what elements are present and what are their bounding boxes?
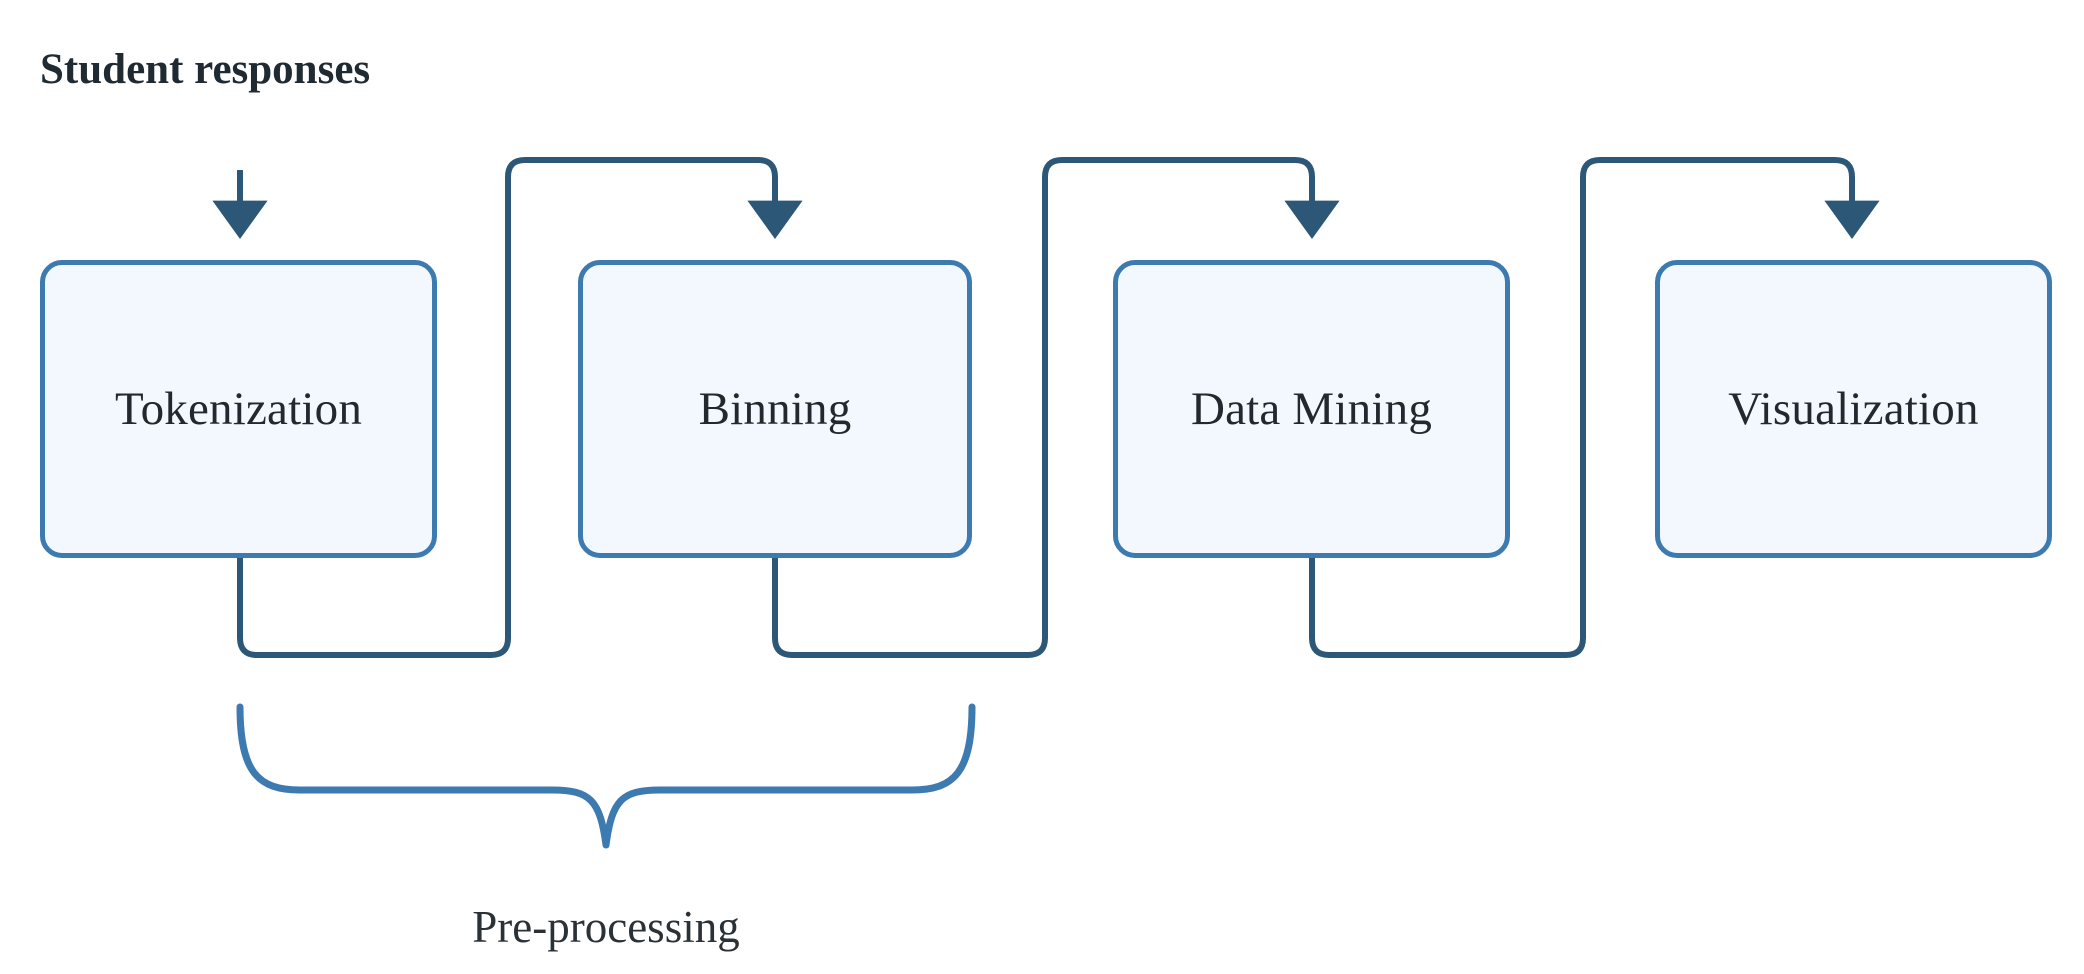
edge-tokenization-to-binning [237, 157, 803, 658]
node-visualization[interactable]: Visualization [1655, 260, 2052, 558]
group-brace [236, 703, 976, 849]
edge-binning-to-data-mining [772, 157, 1340, 658]
node-tokenization-label: Tokenization [114, 382, 363, 435]
node-data-mining[interactable]: Data Mining [1113, 260, 1510, 558]
node-binning-label: Binning [698, 382, 852, 435]
node-binning[interactable]: Binning [578, 260, 972, 558]
node-visualization-label: Visualization [1728, 382, 1979, 435]
node-data-mining-label: Data Mining [1190, 382, 1433, 435]
node-tokenization[interactable]: Tokenization [40, 260, 437, 558]
edge-data-mining-to-visualization [1309, 157, 1880, 658]
group-label-text: Pre-processing [472, 902, 740, 952]
page-title: Student responses [40, 48, 370, 91]
group-label: Pre-processing [306, 905, 906, 950]
page-title-text: Student responses [40, 46, 371, 93]
